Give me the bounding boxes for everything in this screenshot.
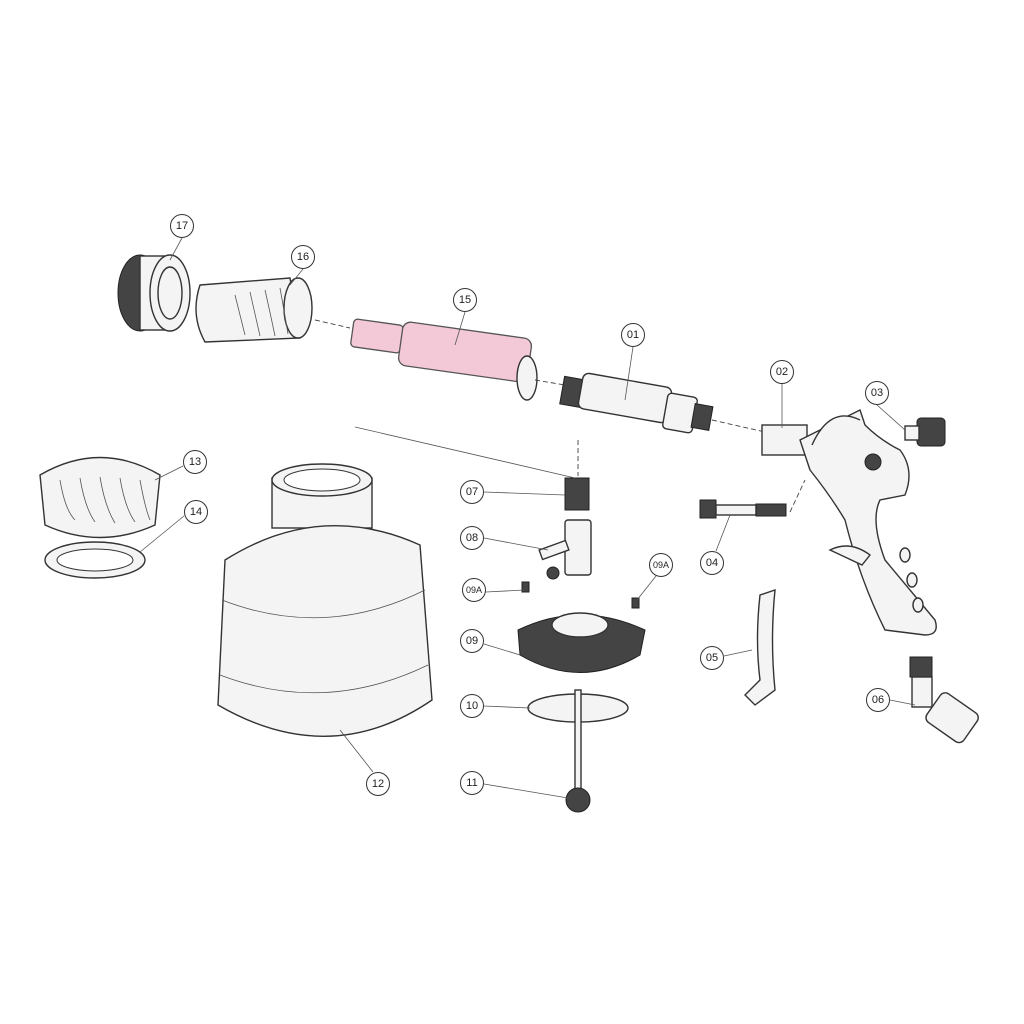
part-15-tube xyxy=(350,318,538,401)
callout-13: 13 xyxy=(183,450,207,474)
part-12-bottle xyxy=(217,463,433,737)
part-09-ring xyxy=(517,612,646,673)
part-06-fitting xyxy=(909,656,979,744)
part-01-body xyxy=(559,372,714,434)
callout-16: 16 xyxy=(291,245,315,269)
part-09a-screw-left xyxy=(521,581,530,593)
callout-09a-right: 09A xyxy=(649,553,673,577)
callout-01: 01 xyxy=(621,323,645,347)
part-16-nozzle xyxy=(195,277,313,343)
callout-17: 17 xyxy=(170,214,194,238)
part-09a-screw-right xyxy=(631,597,640,609)
callout-14: 14 xyxy=(184,500,208,524)
callout-15: 15 xyxy=(453,288,477,312)
callout-02: 02 xyxy=(770,360,794,384)
part-08-valve xyxy=(538,519,592,580)
callout-04: 04 xyxy=(700,551,724,575)
part-04-pin xyxy=(699,499,787,519)
part-05-trigger xyxy=(744,588,776,706)
callout-05: 05 xyxy=(700,646,724,670)
part-17-nut xyxy=(117,254,191,332)
part-13-ring xyxy=(39,456,161,539)
callout-09: 09 xyxy=(460,629,484,653)
callout-08: 08 xyxy=(460,526,484,550)
part-02-gun xyxy=(761,409,937,636)
part-11-stem xyxy=(565,689,591,813)
part-07-nipple xyxy=(564,477,590,511)
callout-06: 06 xyxy=(866,688,890,712)
callout-07: 07 xyxy=(460,480,484,504)
callout-10: 10 xyxy=(460,694,484,718)
callout-09a-left: 09A xyxy=(462,578,486,602)
callout-11: 11 xyxy=(460,771,484,795)
part-03-valve xyxy=(904,417,946,447)
callout-12: 12 xyxy=(366,772,390,796)
leader-lines xyxy=(139,237,916,799)
callout-03: 03 xyxy=(865,381,889,405)
